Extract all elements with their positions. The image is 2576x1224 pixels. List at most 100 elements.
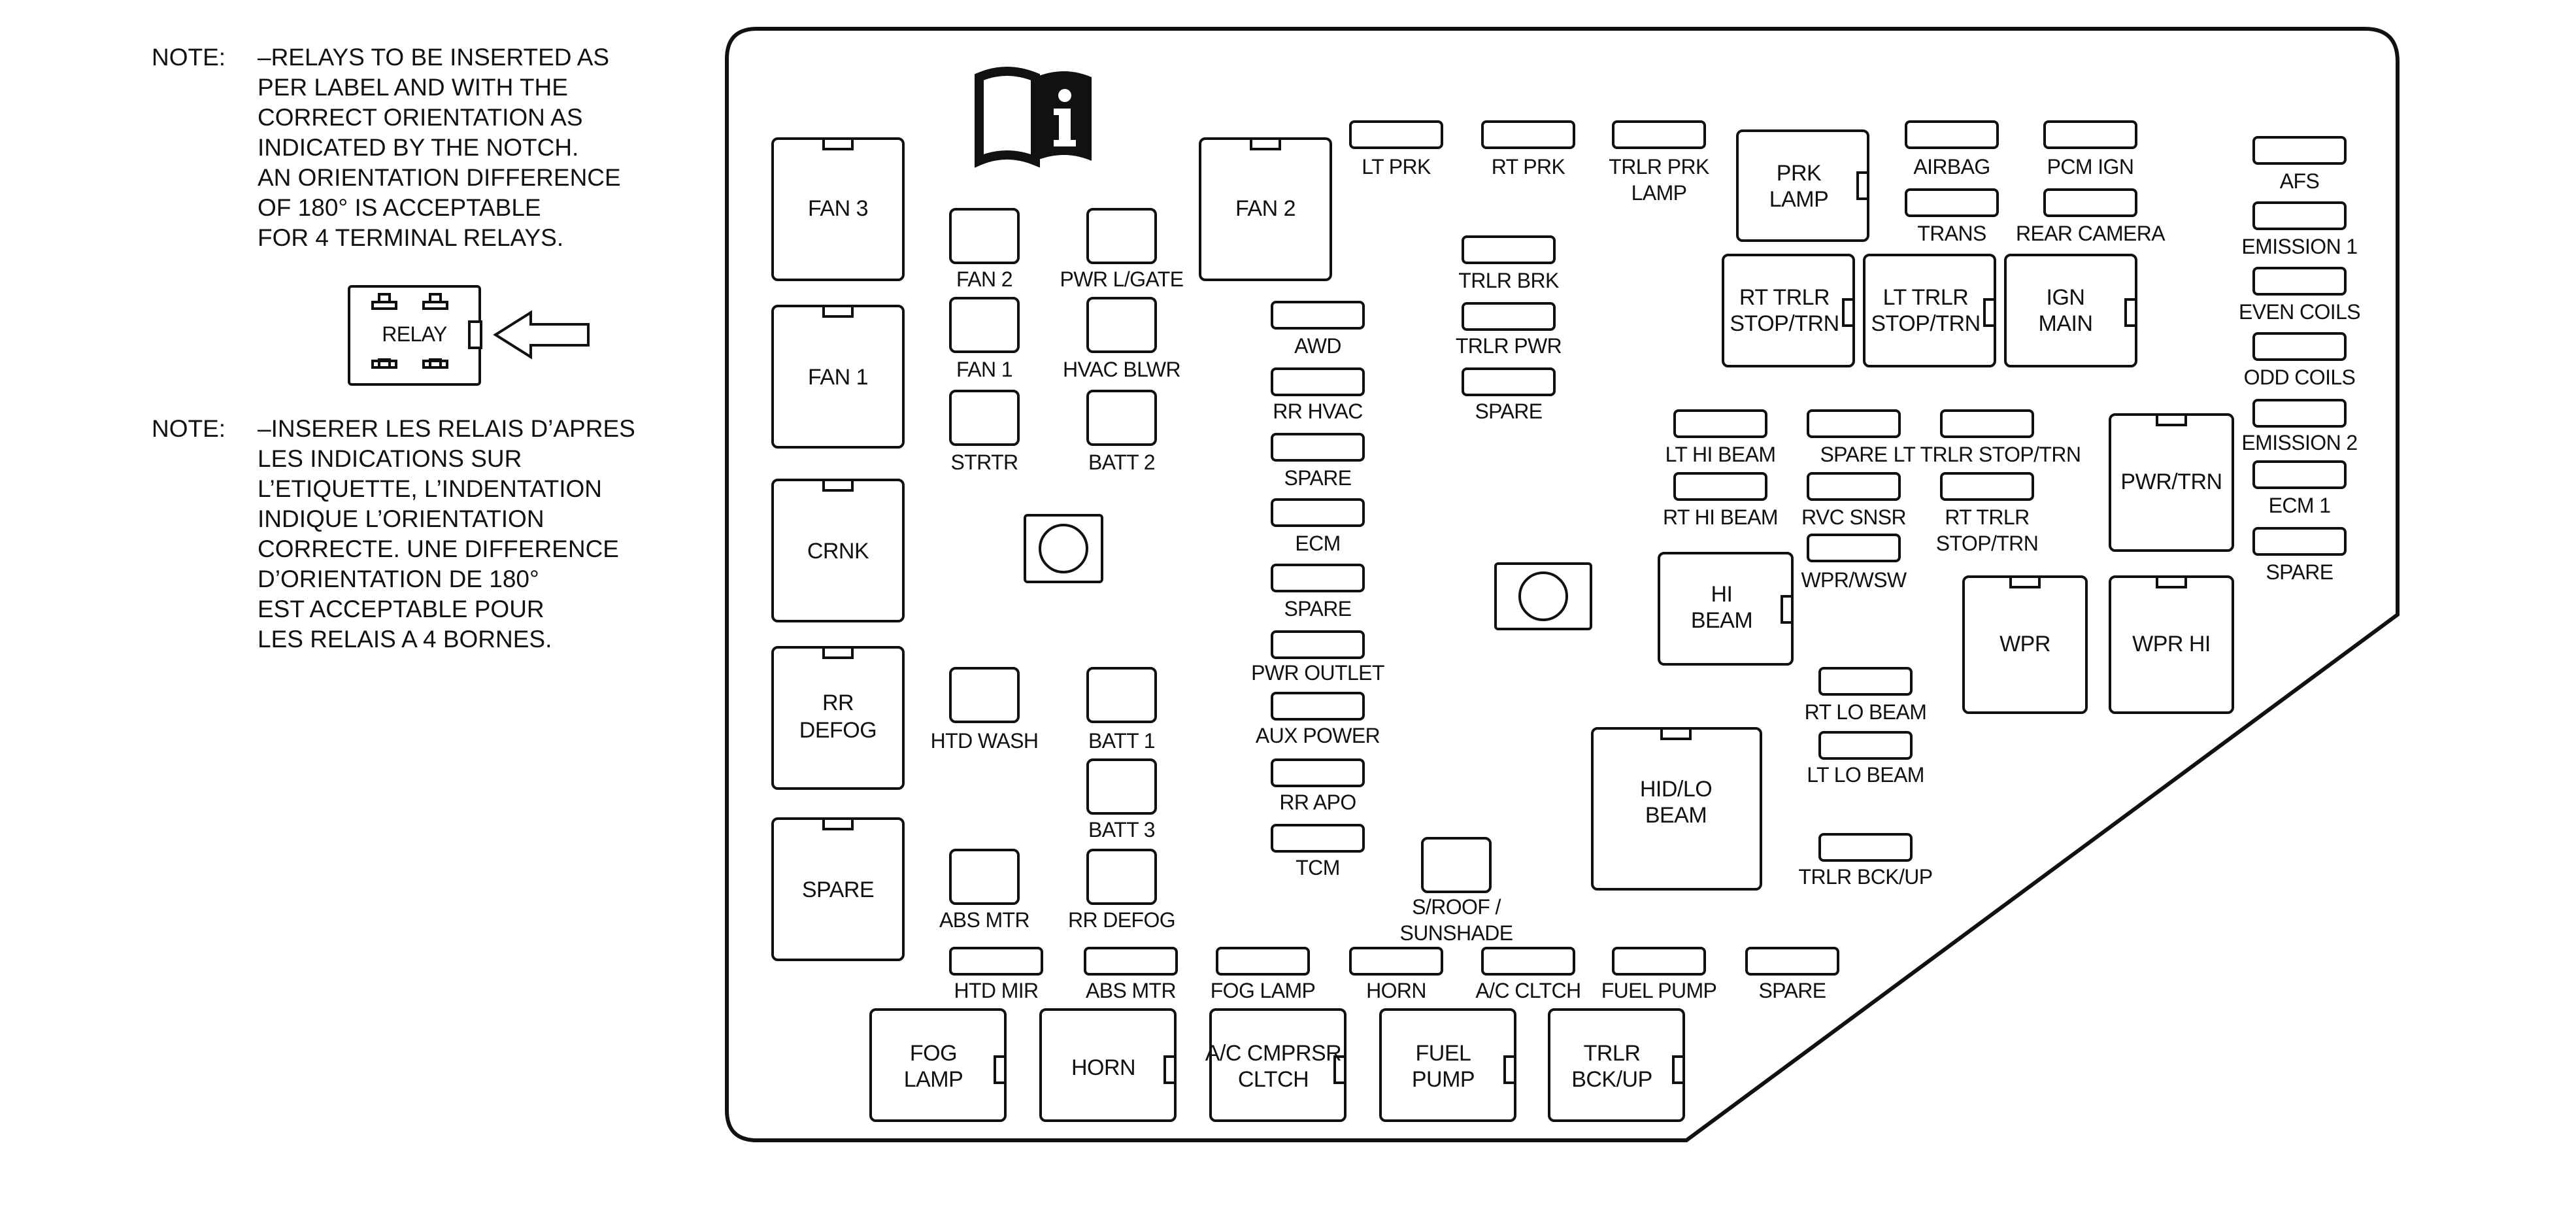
fuse-label: S/ROOF / (1412, 895, 1501, 919)
fuse-fog-lamp[interactable]: FOG LAMP (1211, 947, 1316, 1002)
fuse-batt-2[interactable]: BATT 2 (1086, 390, 1157, 474)
fuse-rt-trlr-stop-trn[interactable]: RT TRLR STOP/TRN (1936, 472, 2039, 555)
fuse-emission-1[interactable]: EMISSION 1 (2241, 201, 2358, 258)
fuse-label: HTD WASH (931, 729, 1039, 753)
fuse-ac-cltch[interactable]: A/C CLTCH (1475, 947, 1581, 1002)
fuse-rr-defog[interactable]: RR DEFOG (1068, 849, 1176, 932)
fuse-rr-hvac[interactable]: RR HVAC (1271, 367, 1365, 423)
fuse-lt-hi-beam[interactable]: LT HI BEAM (1665, 409, 1776, 466)
relay-fan-1[interactable]: FAN 1 (771, 305, 905, 449)
relay-wpr-hi[interactable]: WPR HI (2109, 575, 2234, 714)
fuse-spare[interactable]: SPARE (1745, 947, 1839, 1002)
relay-pwr-trn[interactable]: PWR/TRN (2109, 413, 2234, 552)
fuse-lt-prk[interactable]: LT PRK (1349, 120, 1443, 178)
relay-fog-lamp[interactable]: FOG LAMP (869, 1008, 1007, 1122)
fuse-label: AIRBAG (1913, 155, 1990, 178)
fuse-label: FAN 1 (956, 358, 1012, 381)
fuse-strtr[interactable]: STRTR (949, 390, 1020, 474)
fuse-label: ODD COILS (2244, 366, 2356, 389)
relay-horn[interactable]: HORN (1039, 1008, 1177, 1122)
fuse-awd[interactable]: AWD (1271, 301, 1365, 358)
fuse-fan-1[interactable]: FAN 1 (949, 297, 1020, 381)
fuse-fan-2[interactable]: FAN 2 (949, 208, 1020, 291)
fuse-hvac-blwr[interactable]: HVAC BLWR (1063, 297, 1181, 381)
fuse-afs[interactable]: AFS (2252, 136, 2347, 193)
fuse-trlr-prk-lamp[interactable]: TRLR PRK LAMP (1609, 120, 1710, 205)
relay-label: HID/LO (1640, 777, 1712, 802)
fuse-htd-wash[interactable]: HTD WASH (931, 667, 1039, 753)
fuse-trans[interactable]: TRANS (1905, 188, 1999, 245)
relay-fan-2[interactable]: FAN 2 (1199, 137, 1332, 281)
relay-terminal-icon (371, 293, 448, 369)
fuse-ecm-1[interactable]: ECM 1 (2252, 460, 2347, 517)
relay-rr-defog[interactable]: RR DEFOG (771, 646, 905, 790)
fuse-even-coils[interactable]: EVEN COILS (2239, 267, 2361, 324)
fuse-trlr-brk[interactable]: TRLR BRK (1458, 235, 1560, 292)
fuse-label: SPARE (2266, 560, 2333, 584)
fuse-horn[interactable]: HORN (1349, 947, 1443, 1002)
fuse-rt-prk[interactable]: RT PRK (1481, 120, 1575, 178)
fuse-abs-mtr[interactable]: ABS MTR (1084, 947, 1178, 1002)
fuse-lt-trlr-stop-trn[interactable]: LT TRLR STOP/TRN (1894, 409, 2081, 466)
relay-ac-cmprsr-cltch[interactable]: A/C CMPRSR CLTCH (1205, 1008, 1347, 1122)
fuse-airbag[interactable]: AIRBAG (1905, 120, 1999, 178)
fuse-label: LT HI BEAM (1665, 443, 1776, 466)
relay-label: FAN 1 (808, 365, 868, 390)
note-line: PER LABEL AND WITH THE (258, 74, 568, 101)
fuse-label: FAN 2 (956, 267, 1012, 291)
relay-label: PUMP (1412, 1067, 1475, 1092)
fuse-abs-mtr[interactable]: ABS MTR (939, 849, 1030, 932)
relay-spare[interactable]: SPARE (771, 817, 905, 961)
fuse-pcm-ign[interactable]: PCM IGN (2043, 120, 2137, 178)
relay-fuel-pump[interactable]: FUEL PUMP (1379, 1008, 1516, 1122)
fuse-label: BATT 2 (1088, 450, 1155, 474)
fuse-label: RR HVAC (1273, 400, 1362, 423)
fuse-label: SPARE (1284, 466, 1351, 490)
fuse-spare[interactable]: SPARE (2252, 527, 2347, 584)
fuse-pwr-outlet[interactable]: PWR OUTLET (1251, 630, 1385, 685)
fuse-sroof-sunshade[interactable]: S/ROOF / SUNSHADE (1399, 837, 1513, 945)
relay-label: RT TRLR (1739, 285, 1830, 310)
fuse-spare[interactable]: SPARE (1271, 433, 1365, 490)
mounting-hole (1494, 562, 1592, 630)
fuse-rt-lo-beam[interactable]: RT LO BEAM (1805, 667, 1927, 724)
relay-label: FUEL (1416, 1041, 1471, 1066)
fuse-batt-1[interactable]: BATT 1 (1086, 667, 1157, 753)
relay-lt-trlr-stop-trn[interactable]: LT TRLR STOP/TRN (1863, 254, 1996, 367)
fuse-pwr-lgate[interactable]: PWR L/GATE (1060, 208, 1184, 291)
fuse-spare[interactable]: SPARE (1462, 367, 1556, 423)
fuse-odd-coils[interactable]: ODD COILS (2244, 332, 2356, 389)
fuse-label: HTD MIR (954, 979, 1038, 1002)
relay-prk-lamp[interactable]: PRK LAMP (1736, 129, 1869, 242)
fuse-rvc-snsr[interactable]: RVC SNSR (1801, 472, 1907, 529)
relay-label: MAIN (2039, 311, 2093, 336)
fuse-lt-lo-beam[interactable]: LT LO BEAM (1807, 731, 1924, 787)
fuse-fuel-pump[interactable]: FUEL PUMP (1601, 947, 1717, 1002)
fuse-emission-2[interactable]: EMISSION 2 (2241, 399, 2358, 454)
relay-fan-3[interactable]: FAN 3 (771, 137, 905, 281)
fuse-htd-mir[interactable]: HTD MIR (949, 947, 1043, 1002)
fuse-tcm[interactable]: TCM (1271, 824, 1365, 879)
fuse-aux-power[interactable]: AUX POWER (1256, 692, 1380, 747)
fuse-wpr-wsw[interactable]: WPR/WSW (1801, 534, 1908, 592)
relay-label: PRK (1777, 161, 1822, 186)
fuse-spare[interactable]: SPARE (1807, 409, 1901, 466)
fuse-trlr-bck-up[interactable]: TRLR BCK/UP (1799, 833, 1933, 889)
relay-label: DEFOG (799, 718, 877, 743)
fuse-trlr-pwr[interactable]: TRLR PWR (1456, 302, 1562, 358)
relay-ign-main[interactable]: IGN MAIN (2004, 254, 2137, 367)
fuse-rr-apo[interactable]: RR APO (1271, 758, 1365, 814)
relay-wpr[interactable]: WPR (1962, 575, 2088, 714)
fuse-rt-hi-beam[interactable]: RT HI BEAM (1663, 472, 1779, 529)
relay-hid-lo-beam[interactable]: HID/LO BEAM (1591, 727, 1762, 891)
relay-trlr-bck-up[interactable]: TRLR BCK/UP (1548, 1008, 1685, 1122)
relay-orientation-icon: RELAY (348, 285, 590, 386)
fuse-label: REAR CAMERA (2016, 222, 2166, 245)
fuse-ecm[interactable]: ECM (1271, 498, 1365, 555)
fuse-batt-3[interactable]: BATT 3 (1086, 758, 1157, 842)
relay-crnk[interactable]: CRNK (771, 479, 905, 622)
relay-hi-beam[interactable]: HI BEAM (1658, 552, 1794, 666)
fuse-spare[interactable]: SPARE (1271, 564, 1365, 620)
relay-rt-trlr-stop-trn[interactable]: RT TRLR STOP/TRN (1722, 254, 1855, 367)
fuse-rear-camera[interactable]: REAR CAMERA (2016, 188, 2166, 245)
